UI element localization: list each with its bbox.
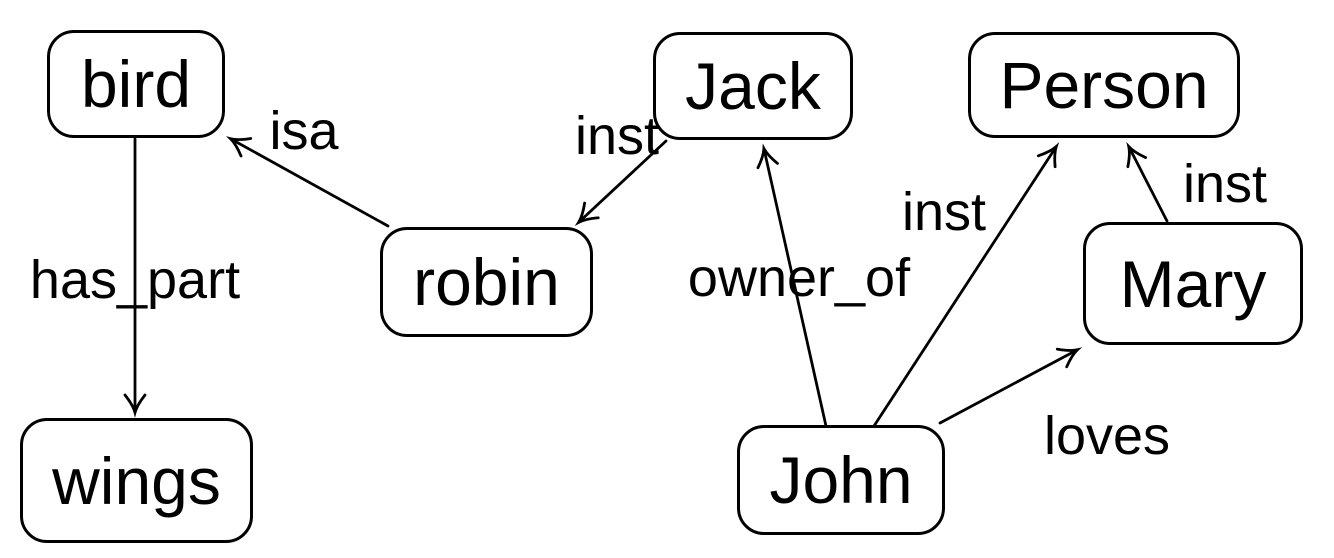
edge-label-has-part: has_part: [29, 250, 241, 310]
node-wings: wings: [20, 418, 253, 543]
edge-inst-mary-person: [1126, 141, 1169, 223]
node-robin-label: robin: [413, 245, 560, 319]
node-person-label: Person: [999, 48, 1209, 122]
node-bird-label: bird: [80, 47, 192, 121]
edge-label-inst-john-person: inst: [901, 182, 987, 242]
node-robin: robin: [380, 227, 593, 337]
node-wings-label: wings: [52, 443, 221, 518]
node-jack: Jack: [653, 32, 853, 140]
node-john: John: [737, 425, 945, 535]
node-mary-label: Mary: [1119, 246, 1267, 321]
edge-label-loves: loves: [1043, 406, 1171, 466]
node-person: Person: [968, 32, 1240, 138]
edge-label-owner-of: owner_of: [687, 248, 911, 308]
edge-label-isa: isa: [269, 101, 339, 161]
node-john-label: John: [769, 443, 913, 517]
edge-label-inst-jack-robin: inst: [574, 106, 660, 166]
edge-label-inst-mary-person: inst: [1182, 154, 1268, 214]
node-mary: Mary: [1083, 222, 1303, 345]
node-jack-label: Jack: [685, 49, 821, 123]
node-bird: bird: [47, 30, 225, 138]
